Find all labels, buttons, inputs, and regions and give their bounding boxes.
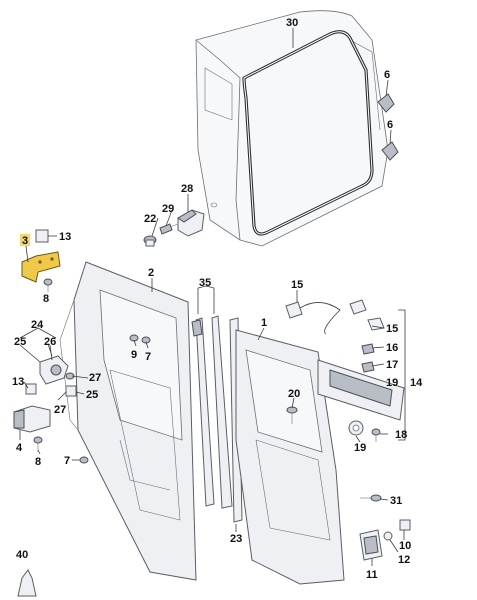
tool-40 (17, 569, 37, 597)
callout-26: 26 (44, 336, 56, 348)
screw-18 (371, 428, 381, 442)
callout-3: 3 (22, 235, 28, 247)
callout-19-lower: 19 (354, 442, 366, 454)
callout-24: 24 (31, 319, 44, 331)
callout-6-lower: 6 (387, 119, 393, 131)
callout-18: 18 (395, 429, 407, 441)
hinge-upper-24 (39, 355, 69, 385)
callout-16: 16 (386, 342, 398, 354)
callout-29: 29 (162, 203, 174, 215)
nut-13-upper (35, 229, 49, 243)
callout-23: 23 (230, 533, 242, 545)
screw-29 (159, 223, 179, 235)
bump-stop-6-upper (377, 93, 395, 113)
callout-7-lower: 7 (64, 455, 70, 467)
hinge-lower-4 (13, 405, 51, 433)
rear-door-1 (235, 329, 345, 585)
screw-7-lower (79, 456, 89, 464)
callout-30: 30 (286, 17, 298, 29)
callout-11: 11 (366, 569, 378, 581)
screw-31 (360, 494, 382, 502)
callout-2: 2 (148, 267, 154, 279)
callout-31: 31 (390, 495, 402, 507)
cover-16 (361, 343, 375, 355)
sliding-door-2 (59, 261, 197, 581)
callout-12: 12 (398, 554, 410, 566)
clip-22 (143, 235, 157, 247)
callout-27-upper: 27 (89, 372, 101, 384)
lamp-11 (359, 529, 383, 561)
callout-19-right: 19 (386, 377, 398, 389)
cover-17 (361, 361, 375, 373)
callout-10: 10 (399, 540, 411, 552)
cap-10 (399, 519, 411, 531)
callout-13-upper: 13 (59, 231, 71, 243)
callout-7-upper: 7 (145, 351, 151, 363)
callout-8-upper: 8 (43, 293, 49, 305)
bump-stop-6-lower (381, 141, 399, 161)
callout-4: 4 (16, 442, 23, 454)
callout-40: 40 (16, 549, 28, 561)
lock-assembly-14 (317, 359, 405, 421)
callout-35: 35 (199, 277, 211, 289)
callout-14: 14 (410, 377, 423, 389)
bushing-25 (65, 385, 77, 397)
callout-13-lower: 13 (12, 376, 24, 388)
door-seal-30 (242, 30, 374, 236)
screw-8-upper (43, 278, 53, 292)
screw-8-lower (33, 436, 43, 452)
callout-15-right: 15 (386, 323, 398, 335)
leader-lines (19, 28, 406, 566)
callout-8-lower: 8 (35, 456, 41, 468)
trim-strip-35 (191, 315, 233, 509)
callout-25-upper: 25 (14, 336, 26, 348)
callout-28: 28 (181, 183, 193, 195)
callout-labels: 30 6 6 28 29 22 3 13 8 2 35 1 15 15 16 1… (12, 17, 423, 581)
hinge-plate-3 (21, 251, 61, 283)
callout-15-top: 15 (291, 279, 303, 291)
bracket-15b (367, 317, 385, 331)
wiring-harness-15 (285, 299, 367, 335)
nut-13-lower (25, 383, 37, 395)
callout-9: 9 (131, 349, 137, 361)
grommet-19 (348, 420, 364, 436)
callout-22: 22 (144, 213, 156, 225)
callout-6-upper: 6 (384, 69, 390, 81)
callout-17: 17 (386, 359, 398, 371)
callout-25-lower: 25 (86, 389, 98, 401)
bulb-12 (383, 531, 393, 541)
van-rear-body (195, 10, 389, 247)
callout-20: 20 (288, 388, 300, 400)
callout-1: 1 (261, 317, 267, 329)
callout-3-highlight (20, 234, 30, 246)
buffer-28 (177, 209, 205, 237)
callout-27-lower: 27 (54, 404, 66, 416)
